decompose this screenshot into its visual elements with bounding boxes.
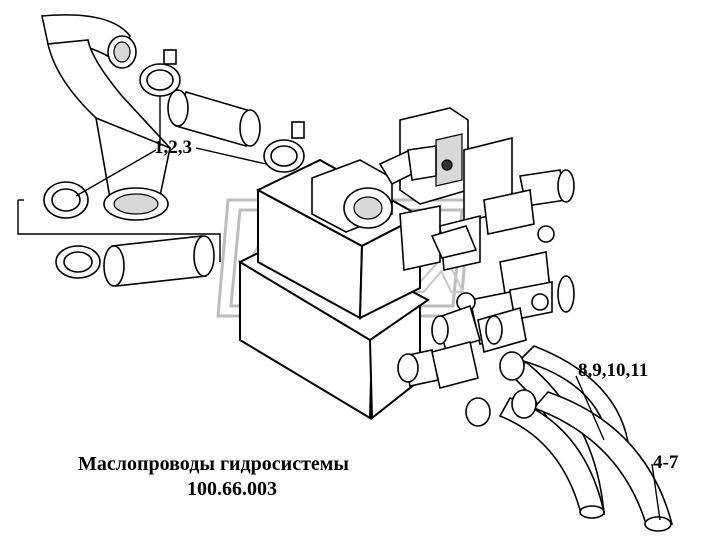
label-parts-4-7: 4-7 [653, 452, 679, 473]
leader-lines [75, 96, 661, 521]
label-parts-8-11: 8,9,10,11 [578, 360, 648, 381]
label-parts-1-2-3: 1,2,3 [154, 137, 192, 158]
valve-assembly [311, 107, 575, 389]
caption-title: Маслопроводы гидросистемы [78, 453, 349, 475]
caption-code: 100.66.003 [187, 478, 277, 500]
suction-hoses [17, 14, 305, 287]
pressure-hoses [465, 345, 674, 532]
